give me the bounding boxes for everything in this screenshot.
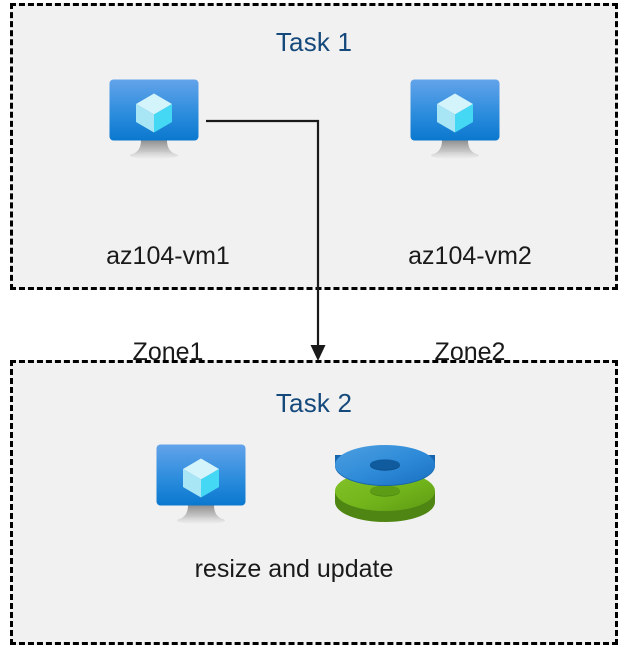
vm2-name: az104-vm2 [408,242,532,270]
task-2-caption: resize and update [194,555,394,583]
azure-virtual-machine-icon[interactable] [409,78,509,163]
task-2-title: Task 2 [275,388,353,418]
azure-disks-icon[interactable] [330,440,440,530]
vm1-name: az104-vm1 [106,242,230,270]
azure-virtual-machine-icon[interactable] [155,443,255,528]
task-2-group-box[interactable] [10,360,618,645]
azure-virtual-machine-icon[interactable] [108,78,208,163]
connector-arrowhead [310,345,326,361]
task-1-title: Task 1 [275,27,353,57]
